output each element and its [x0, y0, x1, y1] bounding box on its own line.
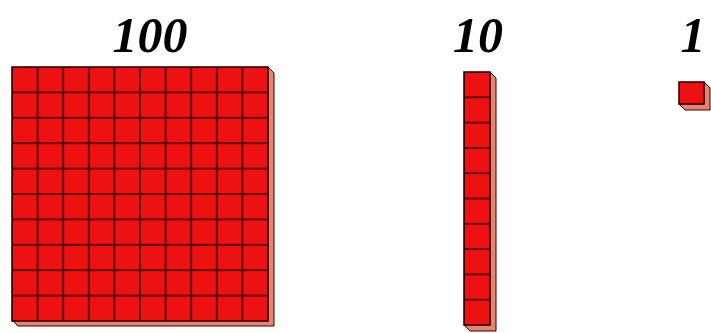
- ten-rod: [464, 72, 496, 331]
- value-label: 100: [113, 10, 188, 60]
- value-label: 1: [681, 10, 706, 60]
- value-label: 10: [453, 10, 503, 60]
- hundred-flat: [12, 67, 274, 326]
- unit-cube: [679, 82, 710, 110]
